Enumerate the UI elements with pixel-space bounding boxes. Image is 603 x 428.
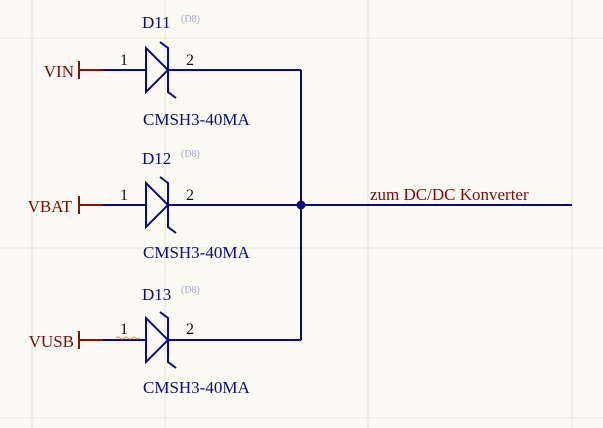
pin1-number: 1	[120, 321, 128, 338]
part-value[interactable]: CMSH3-40MA	[143, 110, 250, 129]
port-label[interactable]: VBAT	[28, 197, 73, 216]
reference-designator[interactable]: D13	[142, 285, 171, 304]
channel-designator: (D8)	[181, 285, 200, 296]
part-value[interactable]: CMSH3-40MA	[143, 378, 250, 397]
reference-designator[interactable]: D12	[142, 149, 171, 168]
channel-designator: (D8)	[181, 149, 200, 160]
port-label[interactable]: VIN	[44, 62, 74, 81]
output-bus: zum DC/DC Konverter	[296, 70, 572, 340]
spelling-underline	[115, 336, 141, 340]
reference-designator[interactable]: D11	[142, 13, 171, 32]
diode-d12[interactable]: VBAT 1 2 D12 (D8) CMSH3-40MA	[28, 149, 301, 262]
diode-triangle-icon	[145, 45, 170, 95]
diode-triangle-icon	[145, 180, 170, 230]
diode-triangle-icon	[145, 315, 170, 365]
pin2-number: 2	[186, 321, 194, 338]
diode-d11[interactable]: VIN 1 2 D11 (D8) CMSH3-40MA	[44, 13, 301, 129]
pin1-number: 1	[120, 187, 128, 204]
part-value[interactable]: CMSH3-40MA	[143, 243, 250, 262]
pin2-number: 2	[186, 52, 194, 69]
pin2-number: 2	[186, 187, 194, 204]
diode-d13[interactable]: VUSB 1 2 D13 (D8) CMSH3-40MA	[29, 285, 301, 397]
port-label[interactable]: VUSB	[29, 332, 74, 351]
pin1-number: 1	[120, 52, 128, 69]
net-label[interactable]: zum DC/DC Konverter	[370, 185, 529, 204]
channel-designator: (D8)	[181, 14, 200, 25]
